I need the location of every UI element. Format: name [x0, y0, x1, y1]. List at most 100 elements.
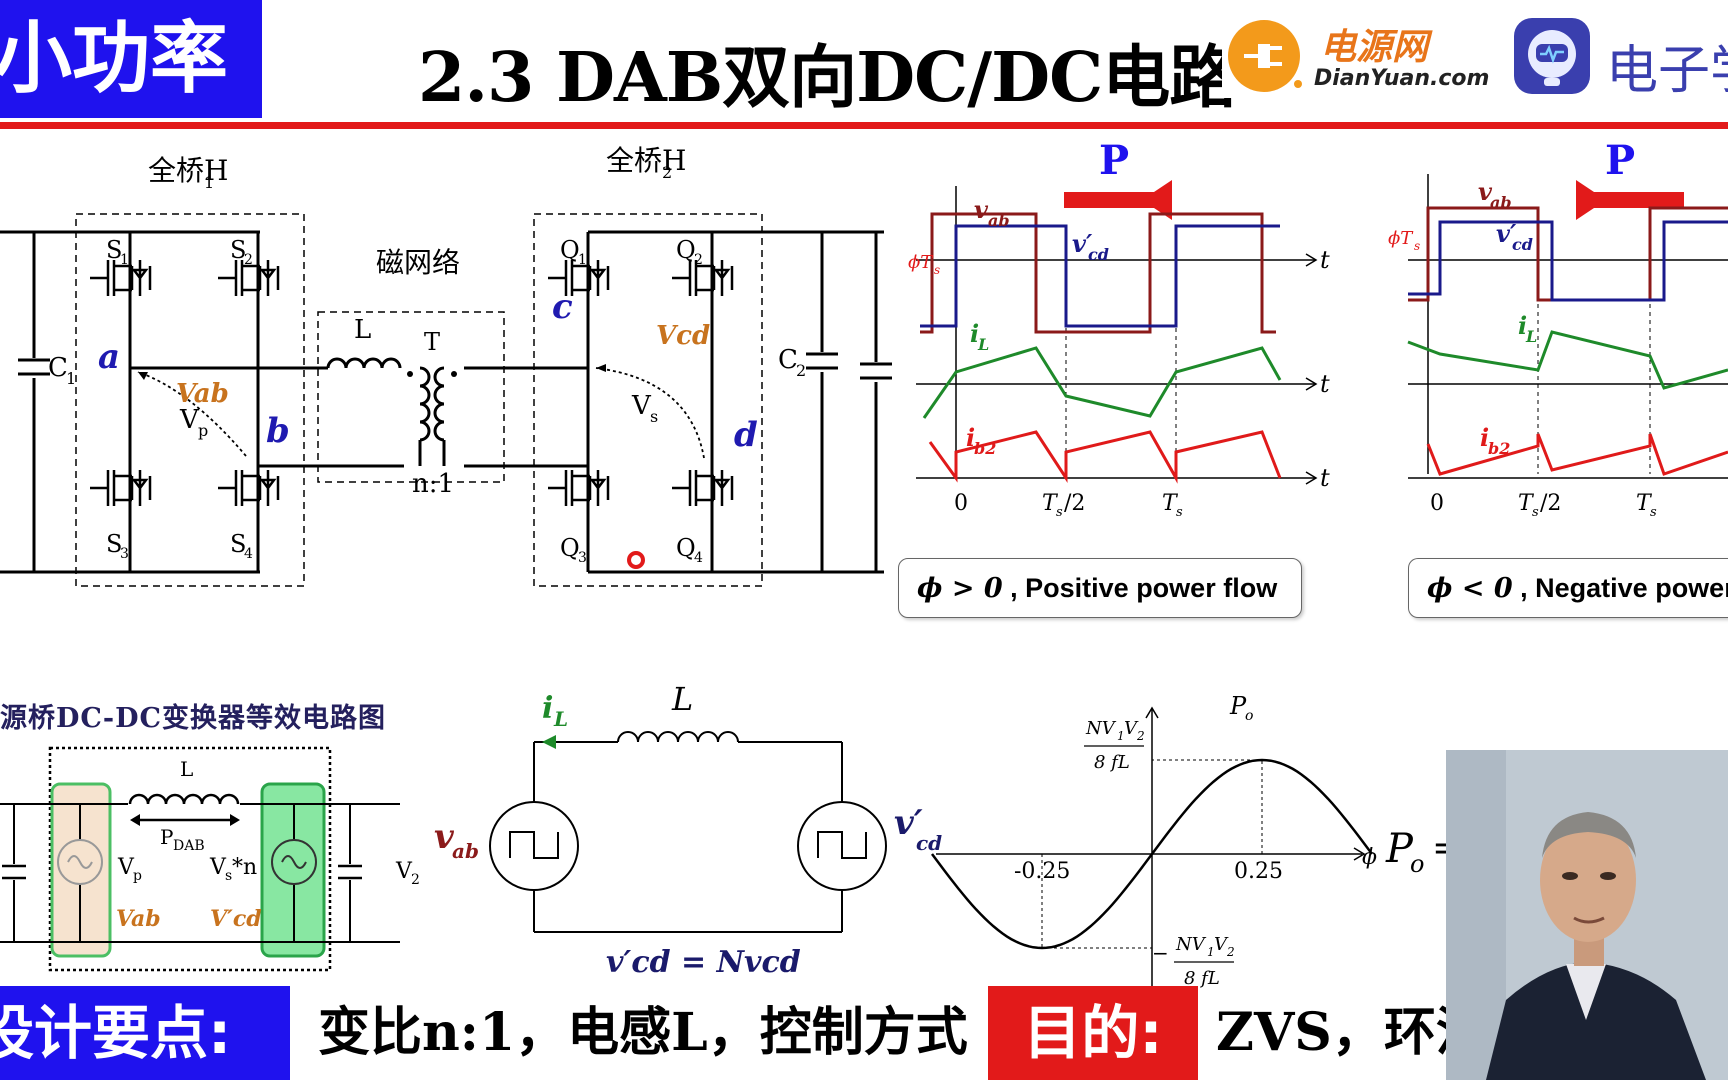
switch-s1-sub: 1 — [120, 252, 129, 268]
min-num-sub2: 2 — [1226, 945, 1235, 959]
simple-equation: v′cd = Nvcd — [606, 945, 801, 980]
ib2-wave-sub-neg: b2 — [1488, 439, 1510, 458]
t-axis-2: t — [1320, 370, 1330, 398]
simple-il: i — [542, 691, 553, 726]
tick-half-sub: s — [1056, 505, 1063, 520]
max-num-sub1: 1 — [1117, 729, 1125, 743]
switch-s4-sub: 4 — [244, 546, 253, 562]
phi-label: ϕT — [908, 252, 934, 273]
phi-axis-label: ϕ — [1362, 845, 1377, 870]
purpose-text: ZVS，环流 — [1216, 1002, 1446, 1063]
ib2-wave-sub: b2 — [974, 439, 996, 458]
il-wave-sub-neg: L — [1525, 327, 1537, 346]
vab-label: Vab — [176, 379, 229, 409]
bridge2-label: 全桥H — [606, 144, 686, 177]
max-num: NV — [1085, 718, 1117, 739]
switch-q3-sub: 3 — [578, 550, 587, 566]
switch-q2: Q — [676, 236, 696, 264]
min-num: NV — [1175, 934, 1207, 955]
equiv-vsn-sub: s — [225, 868, 232, 884]
bridge2-sub: 2 — [662, 163, 672, 182]
equiv-vp: V — [117, 855, 135, 880]
switch-s2: S — [230, 236, 246, 264]
ib2-wave-label-neg: i — [1480, 423, 1489, 452]
node-a: a — [98, 337, 120, 377]
dab-circuit-diagram: 全桥H 1 全桥H 2 磁网络 L T n:1 a b c d Vab Vcd … — [0, 144, 892, 587]
simple-vcd: v′ — [894, 803, 923, 843]
equiv-vab: Vab — [116, 906, 161, 932]
c1-label: C — [48, 353, 68, 383]
dianyuan-logo-cn: 电源网 — [1320, 27, 1429, 68]
tick-0-neg: 0 — [1430, 491, 1444, 516]
po-formula-eq: = — [1432, 828, 1450, 869]
switch-q2-sub: 2 — [694, 252, 703, 268]
vs-sub: s — [650, 407, 658, 426]
y-axis-arrow-icon — [1145, 706, 1159, 719]
current-arrow-icon — [542, 735, 556, 749]
bridge1-label: 全桥H — [148, 154, 228, 187]
min-den: 8 fL — [1184, 968, 1220, 989]
elecfans-logo-cn: 电子学 — [1606, 41, 1728, 101]
simple-vcd-sub: cd — [916, 831, 942, 855]
node-d: d — [734, 415, 758, 455]
equiv-vsn: V — [209, 855, 227, 880]
tick-half-tail-neg: /2 — [1540, 491, 1561, 516]
turns-ratio: n:1 — [412, 469, 454, 499]
equiv-pdab-sub: DAB — [173, 838, 205, 854]
switch-s1: S — [106, 236, 122, 264]
po-curve — [930, 758, 1374, 950]
switch-s3: S — [106, 530, 122, 558]
il-wave-label: i — [970, 319, 979, 348]
dianyuan-logo: 电源网 DianYuan.com — [1222, 14, 1492, 98]
design-points-label: 设计要点: — [0, 986, 290, 1080]
tick-0: 0 — [954, 491, 968, 516]
corner-title: 小功率 — [0, 0, 262, 118]
po-formula-lhs: P — [1385, 826, 1414, 872]
po-axis-label: P — [1229, 692, 1247, 720]
c1-sub: 1 — [66, 369, 76, 388]
purpose-label: 目的: — [988, 986, 1198, 1080]
vcd-label: Vcd — [656, 321, 710, 351]
po-axis-sub: o — [1245, 708, 1253, 724]
presenter-video-frame — [1446, 750, 1728, 1080]
vp-sub: p — [198, 421, 208, 440]
elecfans-logo: 电子学 — [1510, 14, 1728, 101]
tick-half: T — [1042, 491, 1059, 516]
vp-label: V — [179, 405, 200, 435]
simple-vab-sub: ab — [452, 839, 479, 863]
equiv-vcd: V′cd — [210, 906, 262, 932]
x-axis-arrow-icon — [1353, 847, 1366, 861]
simple-il-sub: L — [553, 707, 568, 731]
magnetic-network-label: 磁网络 — [376, 246, 460, 279]
tick-half-sub-neg: s — [1532, 505, 1539, 520]
po-formula-sub: o — [1410, 850, 1424, 878]
equiv-vp-sub: p — [133, 868, 142, 884]
max-num-sub2: 2 — [1136, 729, 1145, 743]
negative-flow-caption: ϕ < 0 , Negative power — [1408, 558, 1728, 618]
vcd-wave-sub-neg: cd — [1512, 235, 1533, 254]
design-points-text: 变比n:1，电感L，控制方式 — [318, 1002, 968, 1063]
switch-q1-sub: 1 — [578, 252, 587, 268]
c2-label: C — [778, 345, 798, 375]
vab-wave-sub: ab — [988, 211, 1010, 230]
tick-half-neg: T — [1518, 491, 1535, 516]
positive-flow-caption: ϕ > 0 , Positive power flow — [898, 558, 1302, 618]
t-axis-3: t — [1320, 464, 1330, 492]
vcd-wave-label-neg: v′ — [1496, 219, 1517, 248]
vab-wave-label: v — [974, 195, 989, 224]
c2-sub: 2 — [796, 361, 806, 380]
negative-flow-symbol: ϕ < 0 — [1427, 573, 1513, 604]
phi-sub: s — [934, 263, 940, 277]
t-axis-1: t — [1320, 246, 1330, 274]
positive-flow-text: , Positive power flow — [1002, 573, 1278, 603]
equiv-pdab: P — [160, 825, 173, 849]
tick-half-tail: /2 — [1064, 491, 1085, 516]
laser-pointer-dot — [627, 551, 645, 569]
tick-full: T — [1162, 491, 1179, 516]
power-label-neg: P — [1605, 137, 1635, 184]
x-tick-label: 0.25 — [1234, 859, 1283, 884]
phi-label-neg: ϕT — [1388, 228, 1414, 249]
max-den: 8 fL — [1094, 752, 1130, 773]
equivalent-circuit: L P DAB V p V s *n Vab V′cd V 2 — [0, 746, 420, 972]
